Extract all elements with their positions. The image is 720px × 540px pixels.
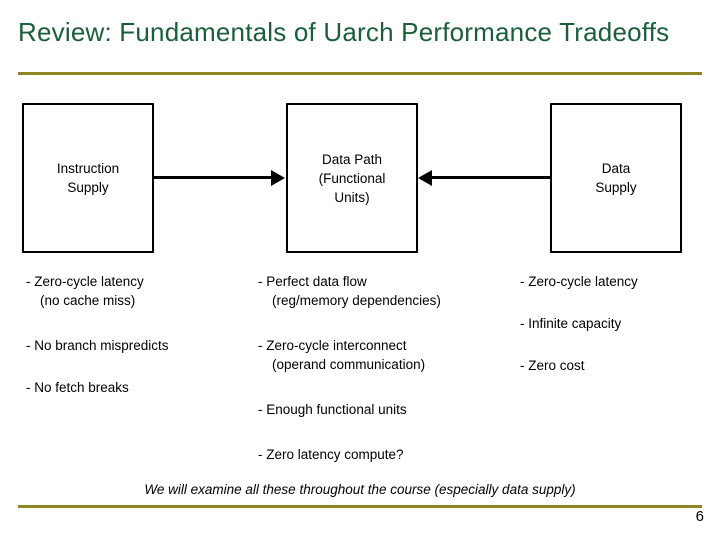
list-item: - Perfect data flow (reg/memory dependen… — [258, 272, 523, 310]
bullet-main: - Zero-cycle interconnect — [258, 338, 407, 353]
box-data-path-line2: (Functional — [318, 170, 386, 186]
list-item: - Infinite capacity — [520, 314, 705, 333]
bullet-main: - Infinite capacity — [520, 316, 622, 331]
bullet-main: - Enough functional units — [258, 402, 407, 417]
bullet-sub: (reg/memory dependencies) — [272, 293, 441, 308]
title-divider — [18, 72, 702, 75]
box-data-path-line1: Data Path — [321, 151, 383, 167]
bullet-main: - Zero-cycle latency — [520, 274, 638, 289]
box-instruction-supply-line2: Supply — [67, 180, 109, 195]
box-data-supply-line1: Data — [601, 161, 631, 176]
bullet-column-data-supply: - Zero-cycle latency - Infinite capacity… — [520, 272, 705, 389]
box-instruction-supply: Instruction Supply — [22, 103, 154, 253]
list-item: - Zero cost — [520, 356, 705, 375]
bullet-main: - Zero latency compute? — [258, 447, 404, 462]
bullet-column-instruction-supply: - Zero-cycle latency (no cache miss) - N… — [26, 272, 241, 411]
list-item: - No fetch breaks — [26, 378, 241, 397]
box-data-path-line3: Units) — [334, 189, 370, 205]
page-title: Review: Fundamentals of Uarch Performanc… — [18, 17, 670, 47]
page-number: 6 — [695, 508, 704, 525]
box-data-supply-line2: Supply — [595, 180, 637, 195]
footer-note: We will examine all these throughout the… — [144, 482, 576, 497]
list-item: - Zero-cycle interconnect (operand commu… — [258, 336, 523, 374]
bullet-main: - Perfect data flow — [258, 274, 367, 289]
list-item: - Enough functional units — [258, 400, 523, 419]
arrow-datasupply-to-datapath-head-icon — [418, 169, 432, 186]
bullet-main: - Zero cost — [520, 358, 585, 373]
bullet-main: - No branch mispredicts — [26, 338, 169, 353]
bullet-main: - Zero-cycle latency — [26, 274, 144, 289]
box-instruction-supply-line1: Instruction — [56, 161, 120, 176]
bullet-sub: (operand communication) — [272, 357, 426, 372]
arrow-instruction-to-datapath-line — [154, 176, 272, 179]
arrow-datasupply-to-datapath-line — [432, 176, 550, 179]
bullet-sub: (no cache miss) — [40, 293, 136, 308]
list-item: - Zero latency compute? — [258, 445, 523, 464]
box-data-supply: Data Supply — [550, 103, 682, 253]
list-item: - Zero-cycle latency (no cache miss) — [26, 272, 241, 310]
bullet-column-data-path: - Perfect data flow (reg/memory dependen… — [258, 272, 523, 478]
footer-divider — [18, 505, 702, 508]
list-item: - No branch mispredicts — [26, 336, 241, 355]
box-data-path: Data Path (Functional Units) — [286, 103, 418, 253]
bullet-main: - No fetch breaks — [26, 380, 129, 395]
arrow-instruction-to-datapath-head-icon — [271, 169, 285, 186]
list-item: - Zero-cycle latency — [520, 272, 705, 291]
